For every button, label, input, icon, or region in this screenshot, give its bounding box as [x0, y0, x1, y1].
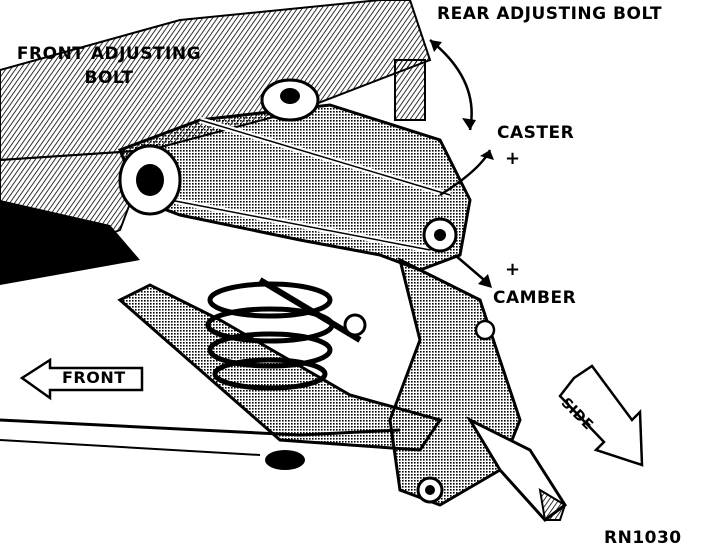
- front-adjusting-bolt-line1: FRONT ADJUSTING: [16, 44, 202, 64]
- front-direction-arrow: [19, 357, 144, 401]
- caster-arc-arrow: [429, 39, 494, 197]
- front-arrow-label: FRONT: [62, 368, 126, 387]
- figure-reference-code: RN1030: [604, 528, 682, 548]
- rear-adjusting-bolt-label: REAR ADJUSTING BOLT: [437, 4, 663, 24]
- camber-label: CAMBER: [493, 288, 577, 308]
- camber-plus-sign: +: [505, 259, 521, 280]
- caster-label: CASTER: [497, 123, 575, 143]
- shock-absorber: [258, 277, 367, 343]
- camber-arrow: [454, 254, 492, 288]
- caster-plus-sign: +: [505, 148, 521, 169]
- front-adjusting-bolt-line2: BOLT: [84, 68, 134, 88]
- side-direction-arrow: [558, 364, 644, 467]
- frame-rail: [0, 0, 432, 285]
- steering-knuckle: [388, 257, 568, 523]
- upper-control-arm: [118, 59, 472, 272]
- front-adjusting-bolt-label: FRONT ADJUSTING BOLT: [4, 42, 214, 90]
